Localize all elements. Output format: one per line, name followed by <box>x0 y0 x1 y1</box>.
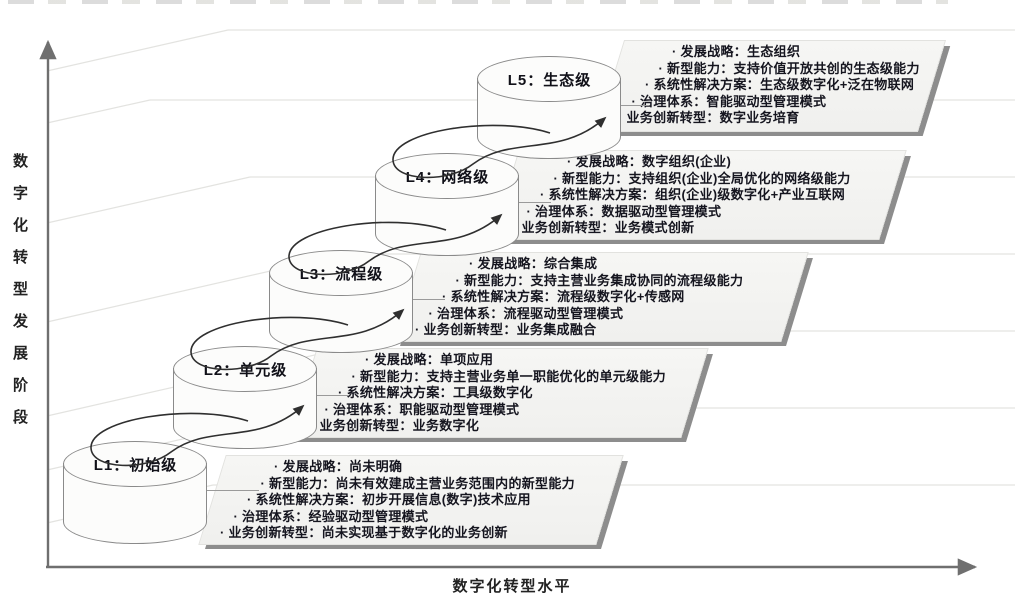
cylinder-l2: L2：单元级 <box>173 346 319 452</box>
bullet-line: 系统性解决方案：生态级数字化+泛在物联网 <box>645 77 932 94</box>
bullet-line: 业务创新转型：数字业务培育 <box>618 110 932 127</box>
bullet-line: 治理体系：数据驱动型管理模式 <box>527 204 894 221</box>
cylinder-l5: L5：生态级 <box>477 56 623 162</box>
bullet-line: 新型能力：支持主营业务单一职能优化的单元级能力 <box>352 369 696 386</box>
bullet-line: 系统性解决方案：初步开展信息(数字)技术应用 <box>247 492 610 509</box>
connector-l4 <box>519 202 551 203</box>
connector-l3 <box>413 299 445 300</box>
panel-l4: 发展战略：数字组织(企业) 新型能力：支持组织(企业)全局优化的网络级能力 系统… <box>491 150 907 240</box>
bullet-line: 新型能力：支持主营业务集成协同的流程级能力 <box>456 273 796 290</box>
cylinder-l1-top <box>63 441 207 487</box>
connector-l5 <box>621 105 649 106</box>
bullet-line: 治理体系：流程驱动型管理模式 <box>429 306 796 323</box>
panel-l5: 发展战略：生态组织 新型能力：支持价值开放共创的生态级能力 系统性解决方案：生态… <box>595 40 947 132</box>
cylinder-l5-top <box>477 56 621 102</box>
y-axis-label: 数字化转型发展阶段 <box>11 153 28 441</box>
cylinder-l1: L1：初始级 <box>63 441 209 547</box>
arrow-l3-l4 <box>288 213 503 276</box>
level-label-l4: L4：网络级 <box>405 168 490 186</box>
arrow-l2-l3 <box>190 308 405 371</box>
arrow-l1-l2 <box>90 404 305 467</box>
bullet-line: 系统性解决方案：工具级数字化 <box>338 385 695 402</box>
bullet-line: 治理体系：职能驱动型管理模式 <box>325 402 696 419</box>
level-label-l3: L3：流程级 <box>299 265 384 283</box>
bullet-line: 新型能力：尚未有效建成主营业务范围内的新型能力 <box>261 476 611 493</box>
bullet-line: 业务创新转型：业务集成融合 <box>415 322 795 339</box>
panel-l3: 发展战略：综合集成 新型能力：支持主营业务集成协同的流程级能力 系统性解决方案：… <box>393 252 809 342</box>
level-label-l5: L5：生态级 <box>507 71 592 89</box>
bullet-line: 发展战略：单项应用 <box>365 352 695 369</box>
bullet-line: 新型能力：支持价值开放共创的生态级能力 <box>659 61 933 78</box>
bullet-line: 系统性解决方案：流程级数字化+传感网 <box>442 289 795 306</box>
bullet-line: 治理体系：经验驱动型管理模式 <box>234 509 611 526</box>
bullet-line: 新型能力：支持组织(企业)全局优化的网络级能力 <box>554 171 894 188</box>
bullet-line: 系统性解决方案：组织(企业)级数字化+产业互联网 <box>540 187 893 204</box>
bullet-line: 发展战略：生态组织 <box>672 44 932 61</box>
panel-l2: 发展战略：单项应用 新型能力：支持主营业务单一职能优化的单元级能力 系统性解决方… <box>289 348 709 438</box>
arrow-l4-l5 <box>392 116 607 179</box>
bullet-line: 业务创新转型：业务数字化 <box>311 418 695 435</box>
x-axis-label: 数字化转型水平 <box>452 578 572 595</box>
cylinder-l2-top <box>173 346 317 392</box>
bullet-line: 业务创新转型：尚未实现基于数字化的业务创新 <box>220 525 610 542</box>
bullet-line: 治理体系：智能驱动型管理模式 <box>632 94 933 111</box>
bullet-line: 发展战略：数字组织(企业) <box>567 154 893 171</box>
level-label-l2: L2：单元级 <box>203 361 288 379</box>
connector-l2 <box>317 395 349 396</box>
connector-l1 <box>207 490 259 491</box>
clipped-text-strip <box>8 0 948 4</box>
panel-l1: 发展战略：尚未明确 新型能力：尚未有效建成主营业务范围内的新型能力 系统性解决方… <box>198 455 624 545</box>
bullet-line: 业务创新转型：业务模式创新 <box>513 220 893 237</box>
bullet-line: 发展战略：尚未明确 <box>274 459 610 476</box>
bullet-line: 发展战略：综合集成 <box>469 256 795 273</box>
